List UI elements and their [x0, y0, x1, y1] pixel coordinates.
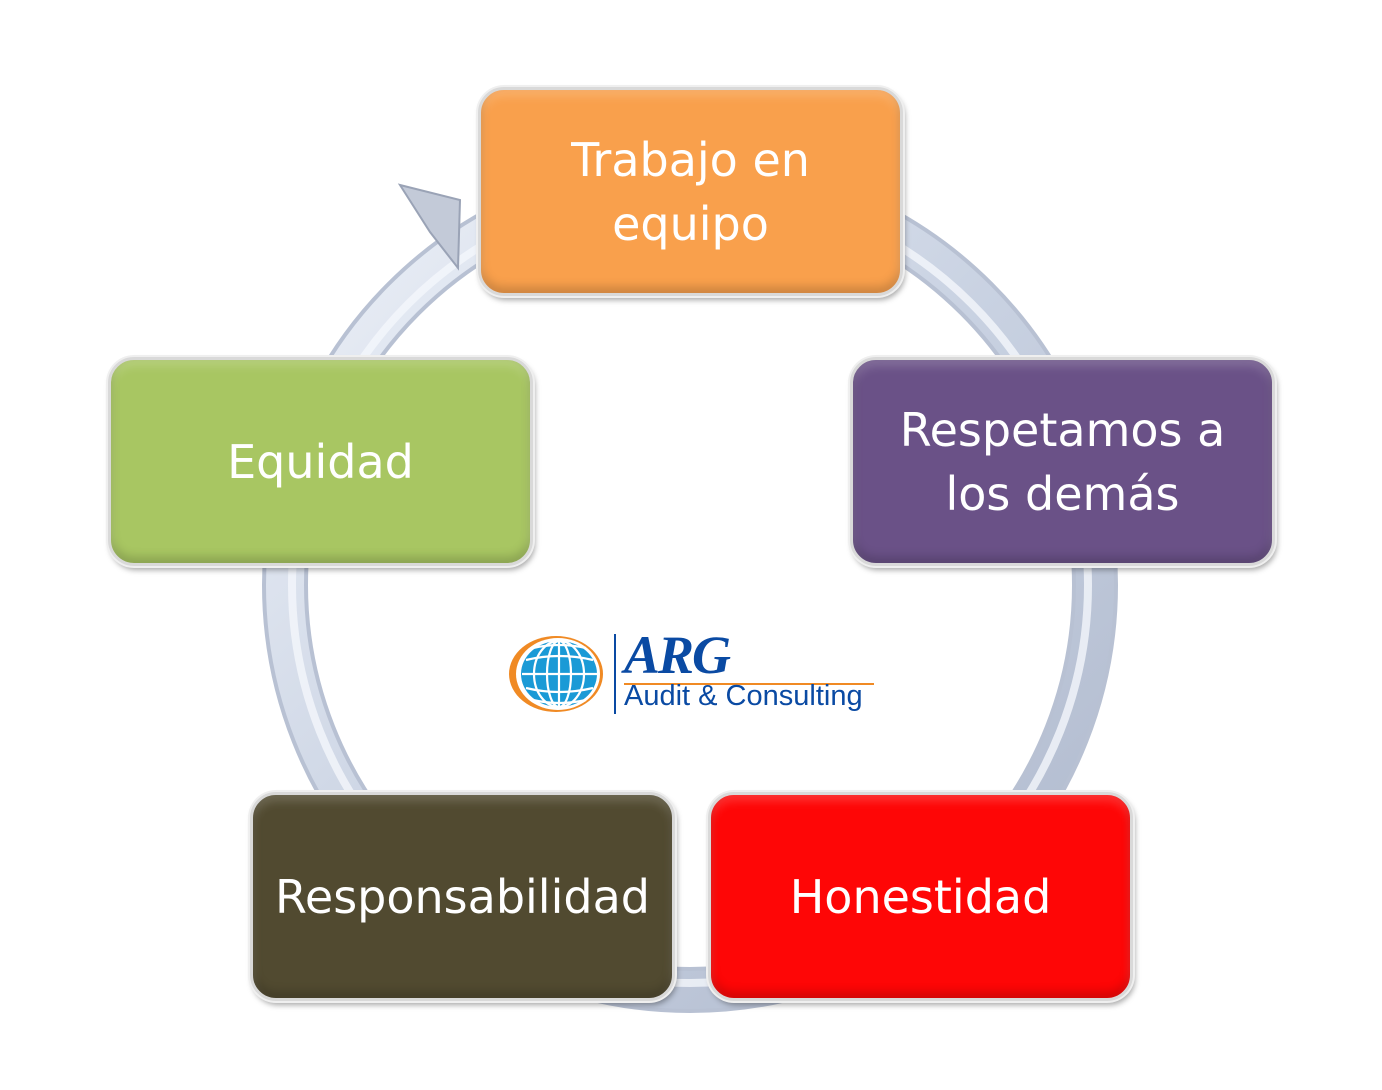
node-label: Honestidad: [789, 869, 1052, 924]
node-label: Trabajo en equipo: [571, 132, 810, 251]
node-respetamos: Respetamos a los demás: [850, 357, 1275, 566]
logo-divider: [614, 634, 616, 714]
node-label: Responsabilidad: [275, 869, 650, 924]
node-responsabilidad: Responsabilidad: [250, 792, 675, 1001]
arrowhead-icon: [397, 183, 462, 271]
globe-icon: [509, 636, 603, 712]
arg-logo: ARG Audit & Consulting: [508, 625, 878, 720]
node-label: Equidad: [227, 434, 414, 489]
node-trabajo-en-equipo: Trabajo en equipo: [478, 87, 903, 296]
node-label: Respetamos a los demás: [899, 402, 1226, 521]
logo-brand: ARG: [624, 625, 731, 685]
logo-rule: [624, 683, 874, 685]
node-honestidad: Honestidad: [708, 792, 1133, 1001]
logo-tagline: Audit & Consulting: [624, 680, 863, 712]
node-equidad: Equidad: [108, 357, 533, 566]
